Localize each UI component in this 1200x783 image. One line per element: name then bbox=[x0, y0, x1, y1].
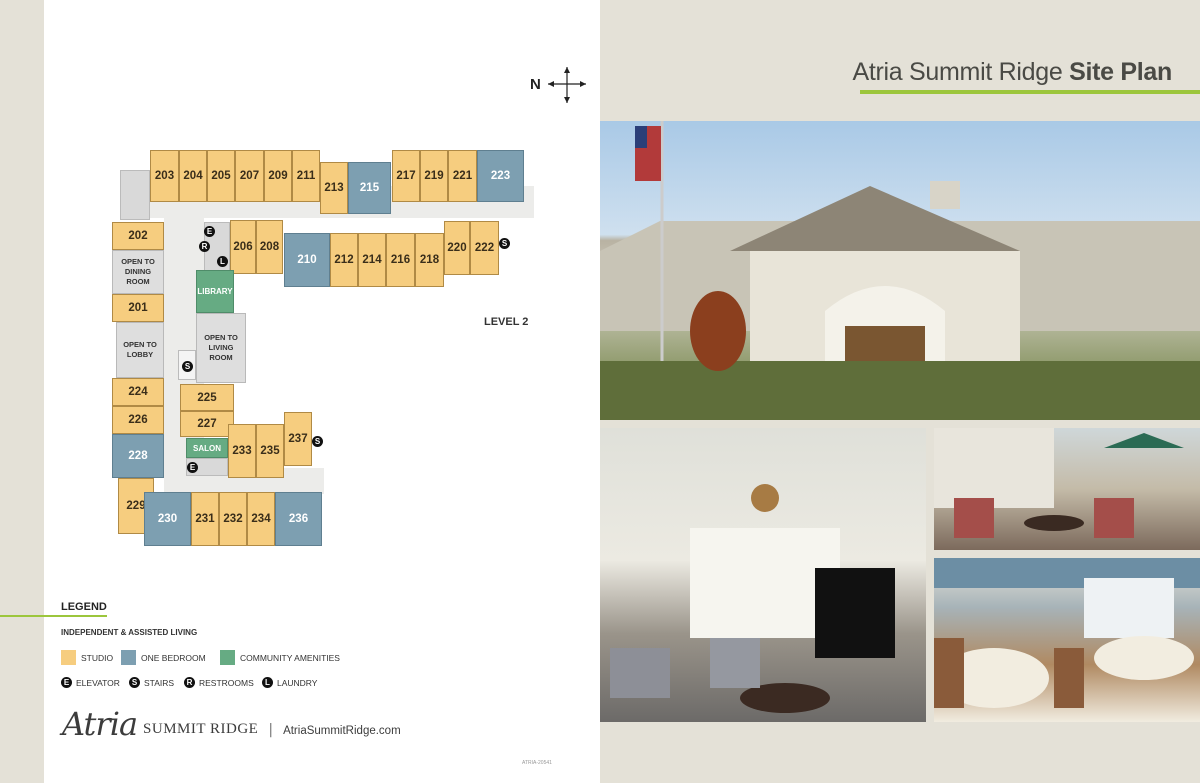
legend-studio: STUDIO bbox=[61, 650, 113, 665]
restrooms-icon: R bbox=[184, 677, 195, 688]
unit-205[interactable]: 205 bbox=[207, 150, 235, 202]
stairs-icon: S bbox=[312, 436, 323, 447]
legend-elevator: E ELEVATOR bbox=[61, 677, 120, 688]
legend-label: ELEVATOR bbox=[76, 677, 120, 688]
brand-footer: Atria SUMMIT RIDGE | AtriaSummitRidge.co… bbox=[62, 705, 401, 743]
stairs-icon: S bbox=[499, 238, 510, 249]
legend-label: COMMUNITY AMENITIES bbox=[240, 652, 340, 663]
unit-209[interactable]: 209 bbox=[264, 150, 292, 202]
photo-patio bbox=[934, 428, 1200, 550]
unit-201[interactable]: 201 bbox=[112, 294, 164, 322]
unit-225[interactable]: 225 bbox=[180, 384, 234, 411]
unit-202[interactable]: 202 bbox=[112, 222, 164, 250]
unit-230[interactable]: 230 bbox=[144, 492, 191, 546]
stairs-icon: S bbox=[182, 361, 193, 372]
unit-237[interactable]: 237 bbox=[284, 412, 312, 466]
legend-label: ONE BEDROOM bbox=[141, 652, 206, 663]
living-room-illustration bbox=[610, 484, 895, 713]
unit-211[interactable]: 211 bbox=[292, 150, 320, 202]
unit-232[interactable]: 232 bbox=[219, 492, 247, 546]
salon[interactable]: SALON bbox=[186, 438, 228, 458]
document-code: ATRIA-20541 bbox=[522, 760, 552, 766]
level-label: LEVEL 2 bbox=[484, 316, 529, 328]
unit-218[interactable]: 218 bbox=[415, 233, 444, 287]
atria-logo: Atria bbox=[62, 705, 138, 743]
unit-215[interactable]: 215 bbox=[348, 162, 391, 214]
unit-220[interactable]: 220 bbox=[444, 221, 470, 275]
page-title: Atria Summit Ridge Site Plan bbox=[852, 58, 1173, 86]
dining-room-illustration bbox=[934, 558, 1200, 708]
site-plan-panel: N 203 204 205 207 209 211 213 215 217 21… bbox=[0, 0, 600, 783]
photo-living-room bbox=[600, 428, 926, 722]
compass-arrows-icon bbox=[548, 67, 586, 103]
legend-label: LAUNDRY bbox=[277, 677, 318, 688]
photo-dining-room bbox=[934, 558, 1200, 722]
patio-illustration bbox=[934, 428, 1184, 538]
open-to-lobby: OPEN TO LOBBY bbox=[116, 322, 164, 378]
legend-stairs: S STAIRS bbox=[129, 677, 174, 688]
unit-221[interactable]: 221 bbox=[448, 150, 477, 202]
legend-title: LEGEND bbox=[61, 601, 107, 613]
website-link[interactable]: AtriaSummitRidge.com bbox=[283, 725, 401, 737]
elevator-icon: E bbox=[187, 462, 198, 473]
unit-206[interactable]: 206 bbox=[230, 220, 256, 274]
elevator-icon: E bbox=[61, 677, 72, 688]
unit-217[interactable]: 217 bbox=[392, 150, 420, 202]
legend-restrooms: R RESTROOMS bbox=[184, 677, 254, 688]
unit-235[interactable]: 235 bbox=[256, 424, 284, 478]
studio-swatch bbox=[61, 650, 76, 665]
building-illustration bbox=[600, 121, 1200, 420]
open-to-dining-room: OPEN TO DINING ROOM bbox=[112, 250, 164, 294]
legend-label: STUDIO bbox=[81, 652, 114, 663]
legend-label: STAIRS bbox=[144, 677, 175, 688]
compass: N bbox=[530, 66, 590, 106]
unit-214[interactable]: 214 bbox=[358, 233, 386, 287]
unit-210[interactable]: 210 bbox=[284, 233, 330, 287]
restrooms-icon: R bbox=[199, 241, 210, 252]
unit-231[interactable]: 231 bbox=[191, 492, 219, 546]
unit-226[interactable]: 226 bbox=[112, 406, 164, 434]
unit-233[interactable]: 233 bbox=[228, 424, 256, 478]
unit-236[interactable]: 236 bbox=[275, 492, 322, 546]
photo-building-exterior bbox=[600, 121, 1200, 420]
unit-208[interactable]: 208 bbox=[256, 220, 283, 274]
unit-204[interactable]: 204 bbox=[179, 150, 207, 202]
unit-219[interactable]: 219 bbox=[420, 150, 448, 202]
legend-one-bedroom: ONE BEDROOM bbox=[121, 650, 206, 665]
laundry-icon: L bbox=[217, 256, 228, 267]
elevator-icon: E bbox=[204, 226, 215, 237]
amenities-swatch bbox=[220, 650, 235, 665]
legend-rule bbox=[0, 615, 107, 617]
legend-label: RESTROOMS bbox=[199, 677, 254, 688]
separator: | bbox=[268, 722, 274, 738]
stairs-icon: S bbox=[129, 677, 140, 688]
unit-203[interactable]: 203 bbox=[150, 150, 179, 202]
legend-subtitle: INDEPENDENT & ASSISTED LIVING bbox=[61, 628, 198, 637]
unit-223[interactable]: 223 bbox=[477, 150, 524, 202]
legend-laundry: L LAUNDRY bbox=[262, 677, 317, 688]
unit-222[interactable]: 222 bbox=[470, 221, 499, 275]
unit-216[interactable]: 216 bbox=[386, 233, 415, 287]
photo-panel: Atria Summit Ridge Site Plan bbox=[600, 0, 1200, 783]
service-core-south bbox=[186, 458, 228, 476]
service-area bbox=[120, 170, 150, 220]
title-rule bbox=[860, 90, 1200, 94]
unit-207[interactable]: 207 bbox=[235, 150, 264, 202]
unit-213[interactable]: 213 bbox=[320, 162, 348, 214]
open-to-living-room: OPEN TO LIVING ROOM bbox=[196, 313, 246, 383]
unit-228[interactable]: 228 bbox=[112, 434, 164, 478]
unit-224[interactable]: 224 bbox=[112, 378, 164, 406]
laundry-icon: L bbox=[262, 677, 273, 688]
community-name: SUMMIT RIDGE bbox=[143, 721, 259, 737]
unit-227[interactable]: 227 bbox=[180, 411, 234, 437]
one-bedroom-swatch bbox=[121, 650, 136, 665]
unit-212[interactable]: 212 bbox=[330, 233, 358, 287]
north-label: N bbox=[530, 76, 541, 93]
library[interactable]: LIBRARY bbox=[196, 270, 234, 313]
unit-234[interactable]: 234 bbox=[247, 492, 275, 546]
legend-amenities: COMMUNITY AMENITIES bbox=[220, 650, 340, 665]
